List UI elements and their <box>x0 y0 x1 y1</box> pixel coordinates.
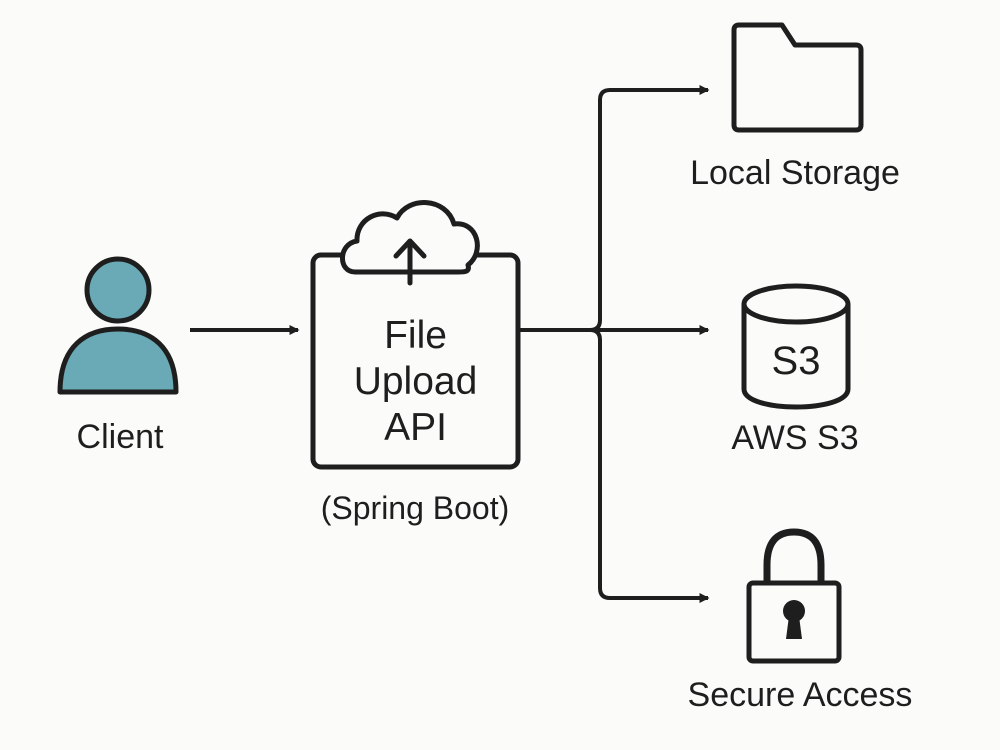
local-storage-label: Local Storage <box>690 154 900 192</box>
cloud-upload-icon <box>340 200 480 286</box>
arrow-to-local-storage <box>589 85 710 332</box>
user-icon <box>57 256 179 395</box>
api-subtitle: (Spring Boot) <box>320 490 510 526</box>
api-title-line-1: File <box>384 314 447 357</box>
s3-icon-text: S3 <box>772 339 821 383</box>
folder-icon <box>731 22 864 133</box>
arrow-to-secure-access <box>589 328 710 603</box>
database-cylinder-icon <box>741 283 851 410</box>
api-title-line-2: Upload <box>353 360 478 403</box>
api-title: File Upload API <box>313 313 518 451</box>
secure-access-label: Secure Access <box>687 676 913 714</box>
padlock-icon <box>746 528 842 664</box>
aws-s3-label: AWS S3 <box>731 419 859 457</box>
branch-connectors <box>518 85 710 603</box>
api-title-line-3: API <box>384 406 447 449</box>
client-label: Client <box>76 418 164 456</box>
